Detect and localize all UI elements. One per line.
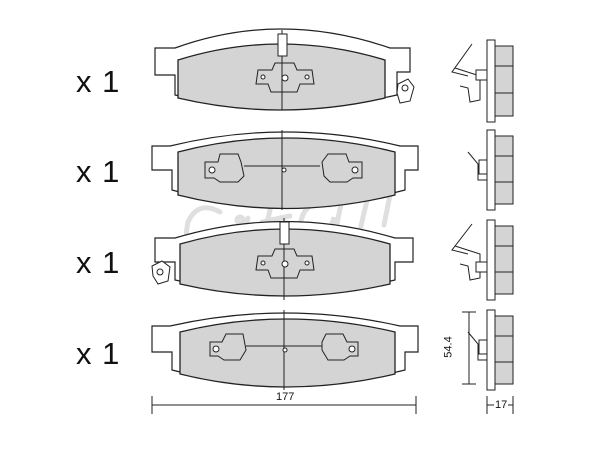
brake-pad-1 <box>154 28 415 111</box>
quantity-label-2: x 1 <box>76 154 121 189</box>
thickness-dimension-label: 17 <box>494 399 509 411</box>
quantity-label-3: x 1 <box>76 245 121 280</box>
dimension-lines <box>151 311 514 414</box>
brake-pad-4 <box>151 310 419 390</box>
side-view-1 <box>451 39 514 123</box>
height-dimension-label: 54.4 <box>442 336 455 358</box>
side-view-3 <box>451 219 514 301</box>
brake-pad-2 <box>151 130 419 210</box>
width-dimension-label: 177 <box>274 391 297 403</box>
side-view-4 <box>467 309 514 391</box>
brake-pad-3 <box>151 218 414 300</box>
side-view-2 <box>467 129 514 211</box>
quantity-label-1: x 1 <box>76 64 121 99</box>
quantity-label-4: x 1 <box>76 336 121 371</box>
